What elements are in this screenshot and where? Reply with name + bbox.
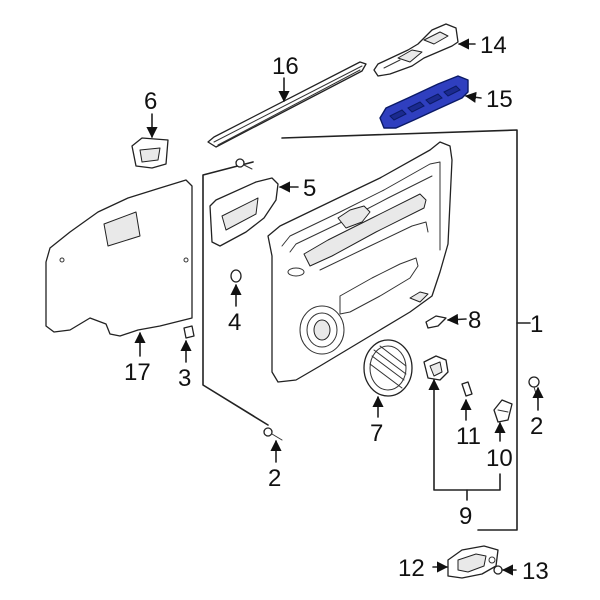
screw-above-part-5 — [235, 158, 253, 170]
handle-cover-part-5 — [209, 177, 279, 247]
leader-lines — [134, 38, 544, 576]
screw-part-2-bottom — [263, 427, 283, 441]
callout-12: 12 — [398, 555, 425, 582]
switch-bezel-part-14 — [373, 23, 459, 77]
callout-3: 3 — [178, 365, 191, 392]
callout-2-bottom: 2 — [268, 465, 281, 492]
speaker-grille-part-7 — [363, 339, 413, 397]
switch-part-9 — [423, 355, 449, 381]
belt-molding-part-16 — [207, 61, 367, 148]
door-trim-panel — [267, 141, 453, 383]
callout-4: 4 — [228, 309, 241, 336]
callout-labels: 14 15 16 6 5 4 3 17 8 1 7 11 10 2 2 9 12… — [124, 32, 549, 585]
callout-10: 10 — [486, 445, 513, 472]
water-shield-part-17 — [45, 179, 193, 337]
callout-1: 1 — [530, 311, 543, 338]
clip-part-3 — [183, 325, 195, 339]
handle-bezel-part-12 — [447, 545, 499, 579]
callout-8: 8 — [468, 307, 481, 334]
bracket-part-6 — [131, 137, 169, 169]
lens-part-8 — [425, 315, 447, 329]
clip-part-13 — [493, 565, 503, 575]
clip-part-4 — [230, 269, 242, 283]
callout-2-right: 2 — [530, 413, 543, 440]
callout-5: 5 — [303, 175, 316, 202]
callout-15: 15 — [486, 86, 513, 113]
window-switch-body — [379, 75, 469, 129]
clip-part-11 — [461, 381, 473, 397]
callout-7: 7 — [370, 420, 383, 447]
bracket-part-10 — [493, 399, 513, 423]
callout-16: 16 — [272, 53, 299, 80]
callout-6: 6 — [144, 88, 157, 115]
callout-14: 14 — [480, 32, 507, 59]
assembly-bracket-1 — [202, 129, 518, 531]
callout-17: 17 — [124, 359, 151, 386]
callout-9: 9 — [459, 503, 472, 530]
window-switch-part-15 — [379, 75, 469, 129]
callout-11: 11 — [456, 423, 481, 450]
callout-13: 13 — [522, 558, 549, 585]
